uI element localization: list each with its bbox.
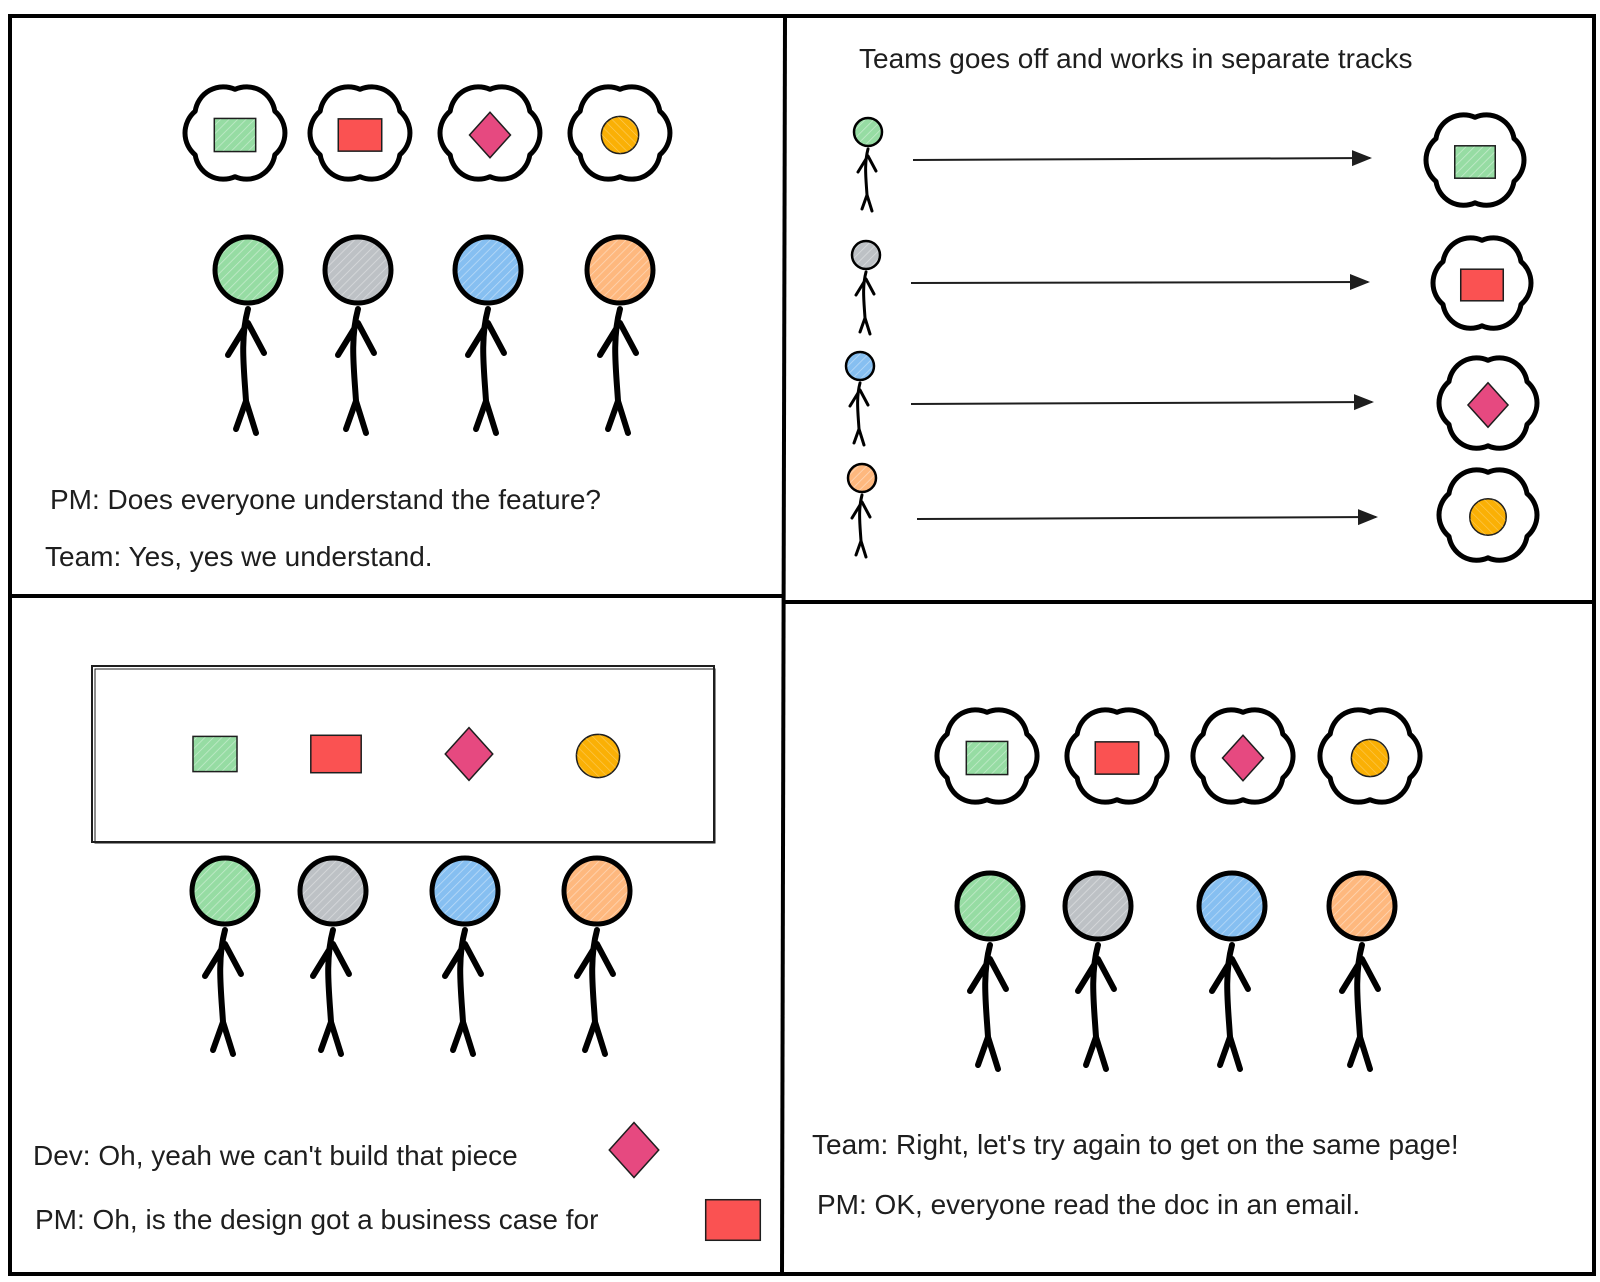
panel3-dev-caption: Dev: Oh, yeah we can't build that piece xyxy=(33,1140,518,1171)
red-rect-icon xyxy=(310,734,362,774)
small-team-member-gray xyxy=(850,239,882,336)
green-square-icon xyxy=(1454,145,1496,179)
red-rect-icon xyxy=(1459,268,1505,302)
green-square-icon xyxy=(192,735,238,773)
team-member-gray xyxy=(297,855,369,1057)
red-rect-icon xyxy=(704,1198,762,1242)
team-member-blue xyxy=(1196,870,1268,1072)
yellow-circle-icon xyxy=(1469,498,1507,536)
yellow-circle-icon xyxy=(600,115,640,155)
thought-cloud xyxy=(934,707,1040,805)
panel1-pm-caption: PM: Does everyone understand the feature… xyxy=(50,484,601,515)
pink-diamond-icon xyxy=(1221,734,1265,782)
small-team-member-green xyxy=(852,116,884,213)
team-member-orange xyxy=(1326,870,1398,1072)
thought-cloud xyxy=(1064,707,1170,805)
pink-diamond-icon xyxy=(444,726,494,782)
yellow-circle-icon xyxy=(1350,738,1390,778)
pink-diamond-icon xyxy=(1466,381,1510,429)
panel-borders xyxy=(8,14,1596,1276)
team-member-green xyxy=(189,855,261,1057)
team-member-gray xyxy=(322,234,394,436)
thought-cloud xyxy=(1190,707,1296,805)
panel1-team-caption: Team: Yes, yes we understand. xyxy=(45,541,433,572)
team-member-orange xyxy=(561,855,633,1057)
panel2-title: Teams goes off and works in separate tra… xyxy=(859,43,1413,74)
track-arrow xyxy=(916,509,1378,526)
green-square-icon xyxy=(965,740,1009,776)
team-member-gray xyxy=(1062,870,1134,1072)
ideas-box xyxy=(91,665,715,843)
thought-cloud xyxy=(1436,467,1540,563)
yellow-circle-icon xyxy=(575,733,621,779)
thought-cloud xyxy=(307,84,413,182)
red-rect-icon xyxy=(1094,741,1140,775)
track-arrow xyxy=(910,394,1374,411)
track-arrow xyxy=(912,150,1372,167)
pink-diamond-icon xyxy=(608,1121,660,1179)
thought-cloud xyxy=(567,84,673,182)
panel4-team-caption: Team: Right, let's try again to get on t… xyxy=(812,1129,1459,1160)
thought-cloud xyxy=(1436,355,1540,451)
green-square-icon xyxy=(213,117,257,153)
red-rect-icon xyxy=(337,118,383,152)
small-team-member-blue xyxy=(844,350,876,447)
team-member-green xyxy=(954,870,1026,1072)
panel4-pm-caption: PM: OK, everyone read the doc in an emai… xyxy=(817,1189,1360,1220)
track-arrow xyxy=(910,274,1370,291)
team-member-orange xyxy=(584,234,656,436)
thought-cloud xyxy=(1423,112,1527,208)
team-member-blue xyxy=(452,234,524,436)
thought-cloud xyxy=(182,84,288,182)
panel3-pm-caption: PM: Oh, is the design got a business cas… xyxy=(35,1204,598,1235)
pink-diamond-icon xyxy=(468,111,512,159)
team-member-blue xyxy=(429,855,501,1057)
team-member-green xyxy=(212,234,284,436)
thought-cloud xyxy=(1317,707,1423,805)
small-team-member-orange xyxy=(846,462,878,559)
thought-cloud xyxy=(1430,235,1534,331)
thought-cloud xyxy=(437,84,543,182)
track-arrows xyxy=(910,150,1378,526)
